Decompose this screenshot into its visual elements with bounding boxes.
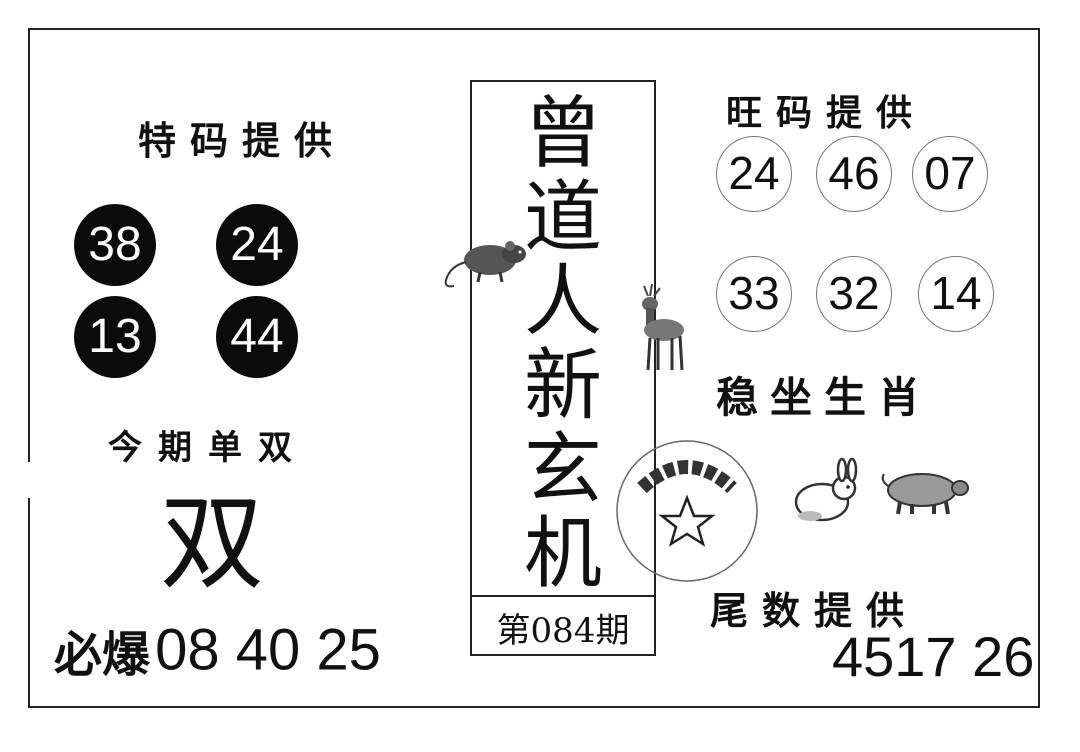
issue-number: 第084期: [472, 595, 654, 652]
must-hit-label: 必爆: [54, 627, 151, 683]
special-ball-4: 44: [216, 296, 298, 378]
special-code-heading: 特码提供: [138, 118, 347, 163]
star-seal-icon: [616, 440, 758, 582]
hot-number-3: 07: [912, 136, 988, 212]
sheet-frame: [28, 28, 1040, 708]
rat-icon: [444, 241, 526, 288]
rabbit-icon: [794, 457, 858, 522]
tail-numbers: 4517 26: [832, 625, 1035, 688]
title-char-6: 机: [523, 509, 602, 599]
title-char-3: 人: [523, 257, 602, 347]
odd-even-heading: 今期单双: [108, 428, 308, 468]
title-box: 曾 道 人 新 玄 机 第084期: [470, 80, 656, 656]
pig-icon: [881, 473, 969, 515]
deer-icon: [642, 283, 684, 371]
title-char-2: 道: [523, 173, 602, 263]
hot-number-1: 24: [716, 136, 792, 212]
hot-number-4: 33: [716, 256, 792, 332]
hot-number-5: 32: [816, 256, 892, 332]
special-ball-2: 24: [216, 204, 298, 286]
title-char-5: 玄: [523, 425, 602, 515]
frame-gap: [24, 462, 34, 498]
special-ball-1: 38: [74, 204, 156, 286]
must-hit-numbers: 08 40 25: [155, 617, 381, 683]
odd-even-value: 双: [160, 482, 265, 604]
hot-code-heading: 旺码提供: [726, 92, 927, 134]
tail-number-heading: 尾数提供: [710, 588, 919, 633]
title-char-1: 曾: [523, 89, 602, 179]
hot-number-6: 14: [918, 256, 994, 332]
hot-number-2: 46: [816, 136, 892, 212]
must-hit-row: 必爆 08 40 25: [54, 615, 381, 685]
zodiac-heading: 稳坐生肖: [716, 373, 933, 422]
title-char-4: 新: [523, 341, 602, 431]
special-ball-3: 13: [74, 296, 156, 378]
